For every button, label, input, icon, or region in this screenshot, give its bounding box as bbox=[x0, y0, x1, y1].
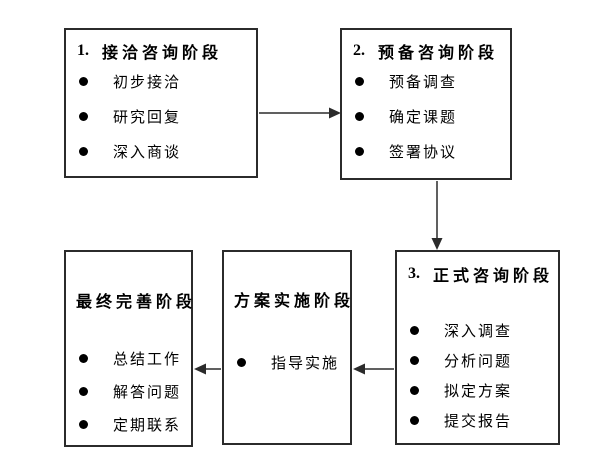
arrow-phase2-to-phase3 bbox=[431, 181, 443, 250]
list-item: 初步接洽 bbox=[66, 64, 256, 99]
phase-1-item-3: 深入商谈 bbox=[113, 144, 182, 161]
bullet-icon bbox=[355, 147, 364, 156]
phase-box-2: 2. 预备咨询阶段 预备调查 确定课题 签署协议 bbox=[340, 28, 512, 180]
phase-3-item-1: 深入调查 bbox=[444, 322, 513, 340]
bullet-icon bbox=[79, 420, 88, 429]
phase-5-title: 最终完善阶段 bbox=[76, 294, 197, 311]
phase-2-number: 2. bbox=[353, 42, 365, 59]
phase-3-item-3: 拟定方案 bbox=[444, 382, 513, 400]
bullet-icon bbox=[355, 77, 364, 86]
list-item: 解答问题 bbox=[66, 375, 191, 408]
phase-box-3: 3. 正式咨询阶段 深入调查 分析问题 拟定方案 提交报告 bbox=[395, 250, 560, 445]
list-item: 深入调查 bbox=[397, 315, 558, 345]
phase-3-item-2: 分析问题 bbox=[444, 352, 513, 370]
phase-5-item-2: 解答问题 bbox=[113, 384, 182, 401]
list-item: 预备调查 bbox=[342, 64, 510, 99]
list-item: 深入商谈 bbox=[66, 134, 256, 169]
arrow-phase3-to-phase4 bbox=[353, 363, 394, 375]
phase-3-item-4: 提交报告 bbox=[444, 412, 513, 430]
bullet-icon bbox=[410, 355, 419, 365]
bullet-icon bbox=[79, 77, 88, 86]
spacer bbox=[66, 315, 191, 342]
bullet-icon bbox=[79, 354, 88, 363]
phase-2-item-2: 确定课题 bbox=[389, 109, 458, 126]
phase-1-title: 接洽咨询阶段 bbox=[102, 45, 223, 62]
phase-1-item-2: 研究回复 bbox=[113, 109, 182, 126]
phase-2-item-1: 预备调查 bbox=[389, 74, 458, 91]
phase-4-item-1: 指导实施 bbox=[271, 354, 340, 372]
bullet-icon bbox=[79, 147, 88, 156]
phase-box-5: 最终完善阶段 总结工作 解答问题 定期联系 bbox=[64, 250, 193, 447]
phase-5-title-row: 最终完善阶段 bbox=[66, 285, 192, 315]
list-item: 总结工作 bbox=[66, 342, 191, 375]
phase-5-item-1: 总结工作 bbox=[113, 351, 182, 368]
bullet-icon bbox=[410, 415, 419, 425]
phase-2-title: 预备咨询阶段 bbox=[378, 45, 499, 62]
phase-1-title-row: 1. 接洽咨询阶段 bbox=[66, 38, 256, 64]
phase-3-title-row: 3. 正式咨询阶段 bbox=[397, 259, 558, 289]
phase-1-item-1: 初步接洽 bbox=[113, 74, 182, 91]
list-item: 指导实施 bbox=[224, 347, 350, 377]
spacer bbox=[397, 289, 558, 315]
list-item: 提交报告 bbox=[397, 405, 558, 435]
list-item: 定期联系 bbox=[66, 408, 191, 441]
bullet-icon bbox=[355, 112, 364, 121]
bullet-icon bbox=[79, 387, 88, 396]
arrow-phase1-to-phase2 bbox=[259, 107, 341, 119]
list-item: 确定课题 bbox=[342, 99, 510, 134]
list-item: 分析问题 bbox=[397, 345, 558, 375]
spacer bbox=[224, 314, 350, 347]
list-item: 签署协议 bbox=[342, 134, 510, 169]
bullet-icon bbox=[410, 325, 419, 335]
phase-2-title-row: 2. 预备咨询阶段 bbox=[342, 38, 510, 64]
arrow-phase4-to-phase5 bbox=[194, 363, 221, 375]
phase-box-1: 1. 接洽咨询阶段 初步接洽 研究回复 深入商谈 bbox=[64, 28, 258, 178]
phase-box-4: 方案实施阶段 指导实施 bbox=[222, 250, 352, 445]
bullet-icon bbox=[237, 357, 246, 367]
phase-3-title: 正式咨询阶段 bbox=[433, 268, 554, 285]
phase-4-title: 方案实施阶段 bbox=[234, 293, 355, 310]
phase-1-number: 1. bbox=[77, 42, 89, 59]
phase-2-item-3: 签署协议 bbox=[389, 144, 458, 161]
list-item: 拟定方案 bbox=[397, 375, 558, 405]
bullet-icon bbox=[79, 112, 88, 121]
phase-4-title-row: 方案实施阶段 bbox=[224, 284, 350, 314]
phase-5-item-3: 定期联系 bbox=[113, 417, 182, 434]
bullet-icon bbox=[410, 385, 419, 395]
list-item: 研究回复 bbox=[66, 99, 256, 134]
phase-3-number: 3. bbox=[408, 265, 420, 282]
